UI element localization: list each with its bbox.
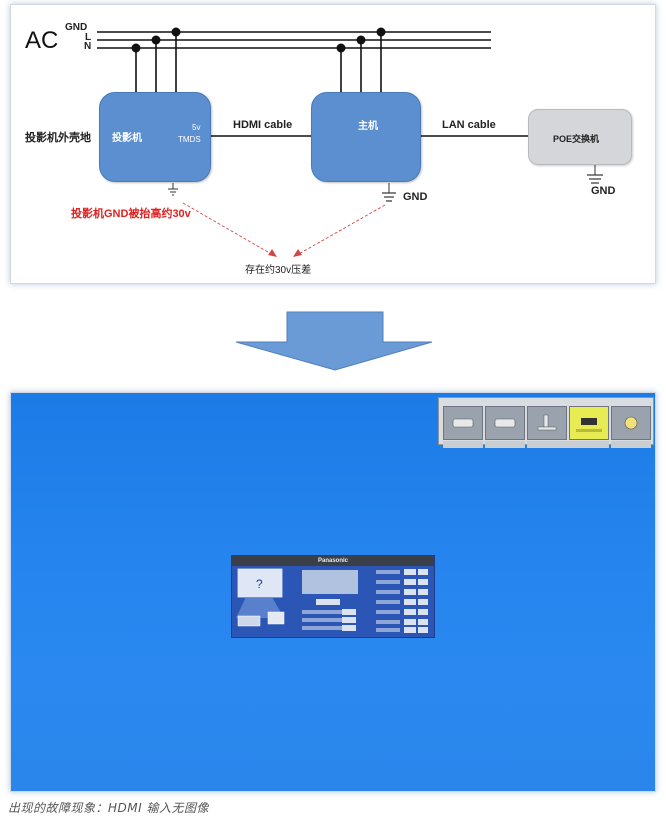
projector-box: 投影机 5v TMDS — [99, 92, 211, 182]
no-signal-help-osd: Panasonic ? — [231, 555, 435, 638]
figure-caption: 出现的故障现象：HDMI 输入无图像 — [8, 801, 209, 815]
poe-switch-label: POE交换机 — [553, 134, 600, 144]
wiring-diagram-lines — [97, 27, 603, 257]
junction-dot — [151, 35, 161, 45]
input-tile-hdmi-selected — [569, 406, 609, 440]
input-tile-caption — [527, 441, 609, 448]
projector-icon — [237, 615, 261, 627]
osd-brand-title: Panasonic — [232, 556, 434, 566]
input-tile-computer2 — [485, 406, 525, 440]
lan-cable-label: LAN cable — [442, 119, 496, 131]
voltage-difference-note: 存在约30v压差 — [245, 265, 312, 276]
input-tile-caption — [611, 441, 651, 448]
laptop-icon — [267, 611, 285, 625]
port-tmds-label: TMDS — [178, 135, 201, 144]
line-label-l: L — [85, 32, 92, 43]
port-5v-label: 5v — [192, 123, 201, 132]
input-tile-computer1 — [443, 406, 483, 440]
hdmi-cable-label: HDMI cable — [233, 119, 293, 131]
poe-gnd-label: GND — [591, 185, 616, 197]
input-tile-network — [527, 406, 567, 440]
line-label-gnd: GND — [65, 22, 88, 33]
projector-label: 投影机 — [112, 133, 142, 144]
wiring-diagram: AC GND L N 投影机外壳地 投影机 5v TMDS HDMI cable… — [10, 4, 656, 284]
host-label: 主机 — [358, 121, 378, 132]
screen-icon — [237, 568, 283, 598]
osd-help-graphics: ? — [236, 568, 428, 633]
junction-dot — [336, 43, 346, 53]
junction-dot — [356, 35, 366, 45]
ground-symbol-poe — [587, 165, 603, 184]
junction-dot — [131, 43, 141, 53]
junction-dot — [171, 27, 181, 37]
dashed-arrow-right — [296, 204, 386, 256]
ground-symbol-projector — [168, 183, 178, 196]
host-gnd-label: GND — [403, 191, 428, 203]
dashed-arrow-left — [182, 202, 274, 256]
input-tile-caption — [485, 441, 525, 448]
input-tile-video — [611, 406, 651, 440]
projector-gnd-warning: 投影机GND被抬高约30v — [71, 208, 191, 220]
projector-screen-photo: Panasonic ? — [10, 392, 656, 792]
projector-case-ground-label: 投影机外壳地 — [25, 132, 91, 144]
host-box: 主机 — [311, 92, 421, 182]
junction-dot — [376, 27, 386, 37]
down-arrow-icon — [235, 311, 433, 371]
ac-label: AC — [25, 27, 59, 54]
ground-symbol-host — [382, 183, 396, 202]
input-source-menu — [438, 397, 654, 448]
line-label-n: N — [84, 41, 92, 52]
input-tile-caption — [443, 441, 483, 448]
osd-question-icon: ? — [256, 577, 263, 591]
remote-keys-graphic — [302, 570, 358, 594]
poe-switch-box: POE交换机 — [528, 109, 632, 165]
